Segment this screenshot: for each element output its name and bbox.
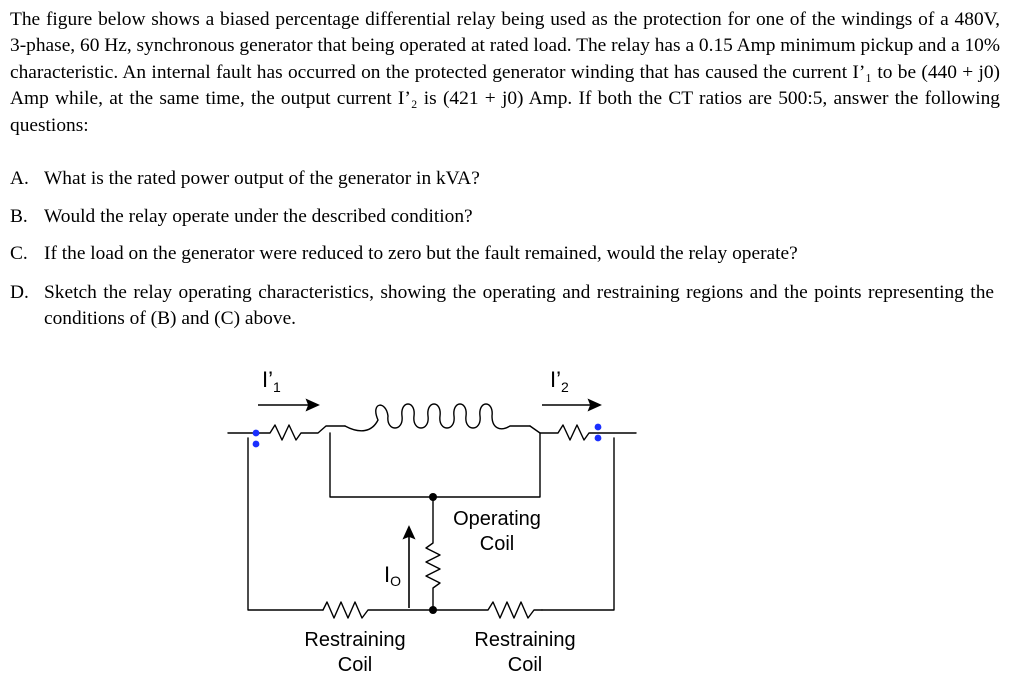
question-letter: D. — [10, 282, 29, 303]
terminal-dot — [252, 440, 260, 448]
arrow-head — [305, 398, 320, 412]
ct-left-resistor — [257, 424, 346, 441]
label-operating-coil-1: Operating — [453, 508, 541, 530]
operating-coil — [425, 496, 441, 611]
restraining-coil-left — [322, 601, 434, 619]
generator-winding — [344, 403, 531, 432]
outer-loop-right — [541, 437, 615, 611]
junction-dot-top — [429, 493, 437, 501]
junction-dot-bottom — [429, 606, 437, 614]
outer-loop-left — [247, 437, 324, 611]
label-i2: I’2 — [550, 367, 569, 395]
problem-statement: The figure below shows a biased percenta… — [10, 9, 1000, 136]
label-restraining-right-2: Coil — [508, 654, 542, 676]
label-operating-coil-2: Coil — [480, 533, 514, 555]
question-text: What is the rated power output of the ge… — [44, 168, 480, 189]
terminal-dot — [252, 429, 260, 437]
question-letter: B. — [10, 206, 28, 227]
terminal-dot — [594, 434, 602, 442]
ct-right-secondary — [432, 432, 541, 498]
ct-left-secondary — [329, 432, 434, 498]
label-restraining-left-2: Coil — [338, 654, 372, 676]
question-text: Sketch the relay operating characteristi… — [44, 282, 994, 330]
ct-right-resistor — [529, 424, 637, 441]
ct-terminals — [252, 423, 602, 448]
label-restraining-right-1: Restraining — [474, 629, 575, 651]
arrow-head — [587, 398, 602, 412]
question-text: Would the relay operate under the descri… — [44, 206, 473, 227]
label-i1: I’1 — [262, 367, 281, 395]
question-letter: C. — [10, 243, 28, 264]
question-letter: A. — [10, 168, 29, 189]
label-io: IO — [384, 562, 401, 589]
restraining-coil-right — [432, 601, 543, 619]
terminal-dot — [594, 423, 602, 431]
arrow-head — [402, 525, 416, 540]
question-text: If the load on the generator were reduce… — [44, 243, 798, 264]
label-restraining-left-1: Restraining — [304, 629, 405, 651]
